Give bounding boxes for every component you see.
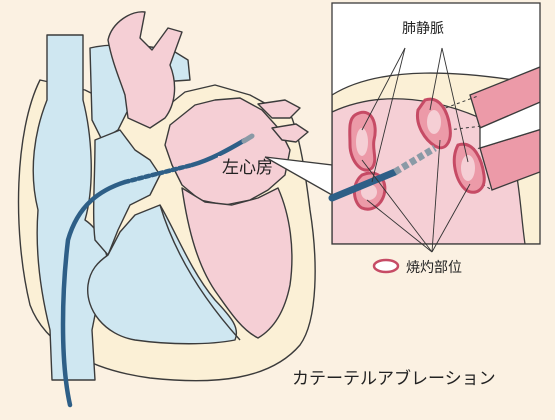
left-atrium-label: 左心房 [222, 158, 273, 178]
legend-ablation-sites: 焼灼部位 [374, 260, 462, 276]
pulmonary-vein-inset: 肺静脈 [332, 3, 545, 252]
ablation-sites-label: 焼灼部位 [406, 260, 462, 276]
legend-ring-icon [374, 260, 398, 272]
pulmonary-veins-label: 肺静脈 [402, 21, 444, 37]
diagram-title: カテーテルアブレーション [292, 368, 496, 389]
